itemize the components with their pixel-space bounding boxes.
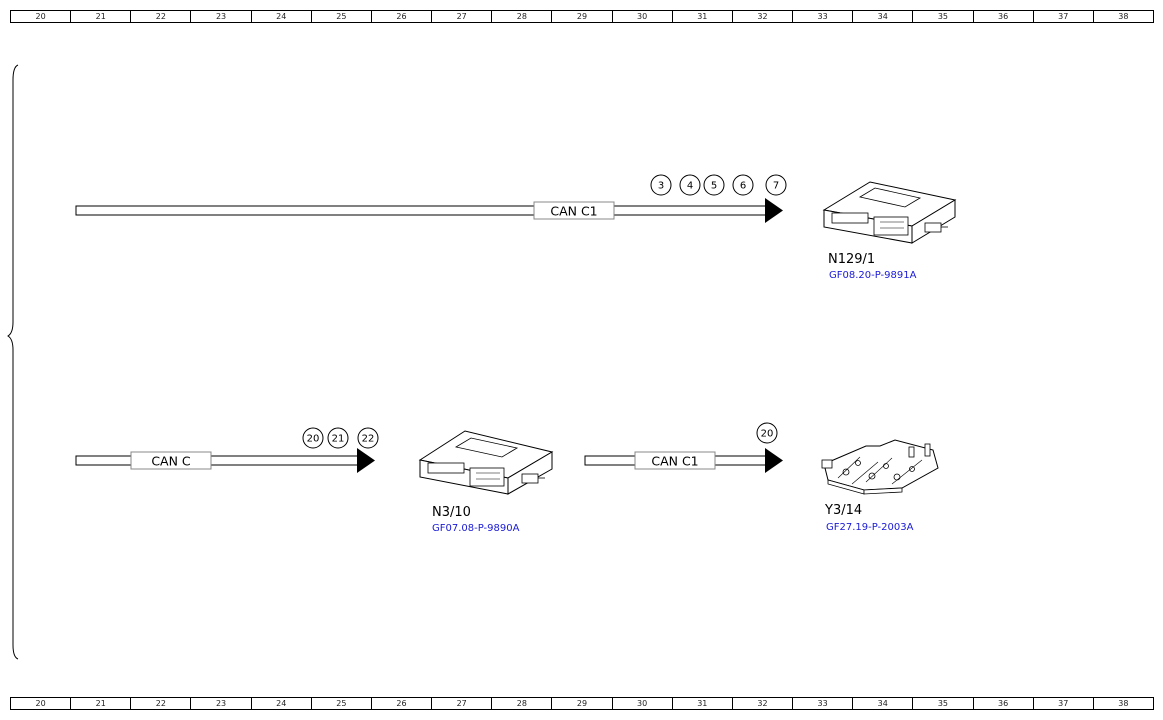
svg-text:20: 20 <box>307 434 320 445</box>
marker-circle: 21 <box>327 427 349 449</box>
ruler-cell: 27 <box>431 698 491 709</box>
ruler-cell: 29 <box>551 11 611 22</box>
component-reference-link[interactable]: GF27.19-P-2003A <box>826 522 914 533</box>
bus-label: CAN C1 <box>651 454 698 469</box>
bottom-can-c1-bus: CAN C1 <box>584 448 783 473</box>
svg-text:6: 6 <box>740 181 746 192</box>
ruler-cell: 26 <box>370 11 431 22</box>
bus-label-box <box>130 451 212 470</box>
svg-text:4: 4 <box>687 181 693 192</box>
ruler-cell: 23 <box>190 11 250 22</box>
ruler-cell: 22 <box>130 11 190 22</box>
left-brace <box>7 64 19 660</box>
marker-circle: 22 <box>357 427 379 449</box>
svg-text:21: 21 <box>332 434 345 445</box>
marker-circle: 6 <box>732 174 754 196</box>
ruler-cell: 28 <box>491 11 551 22</box>
component-reference-link[interactable]: GF07.08-P-9890A <box>432 523 520 534</box>
bus-label-box <box>634 451 716 470</box>
component-reference-link[interactable]: GF08.20-P-9891A <box>829 270 917 281</box>
ruler-cell: 22 <box>130 698 190 709</box>
ruler-cell: 30 <box>611 698 672 709</box>
valve-body-y3-14-icon[interactable] <box>821 439 939 495</box>
component-name: N129/1 <box>828 252 875 267</box>
ruler-cell: 21 <box>70 698 130 709</box>
top-bus-markers: 3 4 5 6 7 <box>650 174 787 196</box>
bottom-right-bus-markers: 20 <box>756 422 778 444</box>
ruler-cell: 26 <box>370 698 431 709</box>
bottom-can-c-bus: CAN C <box>75 448 375 473</box>
marker-circle: 3 <box>650 174 672 196</box>
ruler-cell: 32 <box>731 11 792 22</box>
marker-circle: 4 <box>679 174 701 196</box>
bottom-left-bus-markers: 20 21 22 <box>302 427 379 449</box>
ruler-cell: 28 <box>491 698 551 709</box>
ruler-cell: 30 <box>611 11 672 22</box>
ruler-cell: 37 <box>1032 11 1093 22</box>
bus-label: CAN C <box>151 454 191 469</box>
ruler-cell: 33 <box>792 698 852 709</box>
ruler-cell: 21 <box>70 11 130 22</box>
component-name: Y3/14 <box>824 503 862 518</box>
ruler-cell: 24 <box>250 11 311 22</box>
marker-circle: 7 <box>765 174 787 196</box>
marker-circle: 20 <box>302 427 324 449</box>
marker-circle: 5 <box>703 174 725 196</box>
svg-text:5: 5 <box>711 181 717 192</box>
ruler-cell: 23 <box>190 698 250 709</box>
ruler-cell: 31 <box>671 11 732 22</box>
ruler-cell: 20 <box>35 12 46 21</box>
svg-text:20: 20 <box>761 429 774 440</box>
ruler-cell: 31 <box>671 698 732 709</box>
ruler-cell: 35 <box>912 11 972 22</box>
control-unit-n129-1-icon[interactable] <box>822 181 957 244</box>
ruler-cell: 25 <box>310 11 371 22</box>
marker-circle: 20 <box>756 422 778 444</box>
svg-text:7: 7 <box>773 181 779 192</box>
ruler-cell: 38 <box>1092 11 1153 22</box>
ruler-cell: 34 <box>852 11 912 22</box>
ruler-cell: 36 <box>972 698 1033 709</box>
top-can-c1-bus: CAN C1 <box>75 198 783 223</box>
ruler-cell: 20 <box>35 699 46 708</box>
bus-label-box <box>533 201 615 220</box>
ruler-cell: 29 <box>551 698 611 709</box>
ruler-cell: 35 <box>912 698 972 709</box>
component-name: N3/10 <box>432 505 471 520</box>
ruler-cell: 27 <box>431 11 491 22</box>
ruler-cell: 36 <box>972 11 1033 22</box>
control-unit-n3-10-icon[interactable] <box>418 430 554 495</box>
ruler-cell: 33 <box>792 11 852 22</box>
ruler-cell: 24 <box>250 698 311 709</box>
ruler-cell: 25 <box>310 698 371 709</box>
ruler-cell: 38 <box>1092 698 1153 709</box>
svg-text:3: 3 <box>658 181 664 192</box>
ruler-cell: 34 <box>852 698 912 709</box>
bus-label: CAN C1 <box>550 204 597 219</box>
svg-text:22: 22 <box>362 434 375 445</box>
ruler-cell: 32 <box>731 698 792 709</box>
ruler-cell: 37 <box>1032 698 1093 709</box>
